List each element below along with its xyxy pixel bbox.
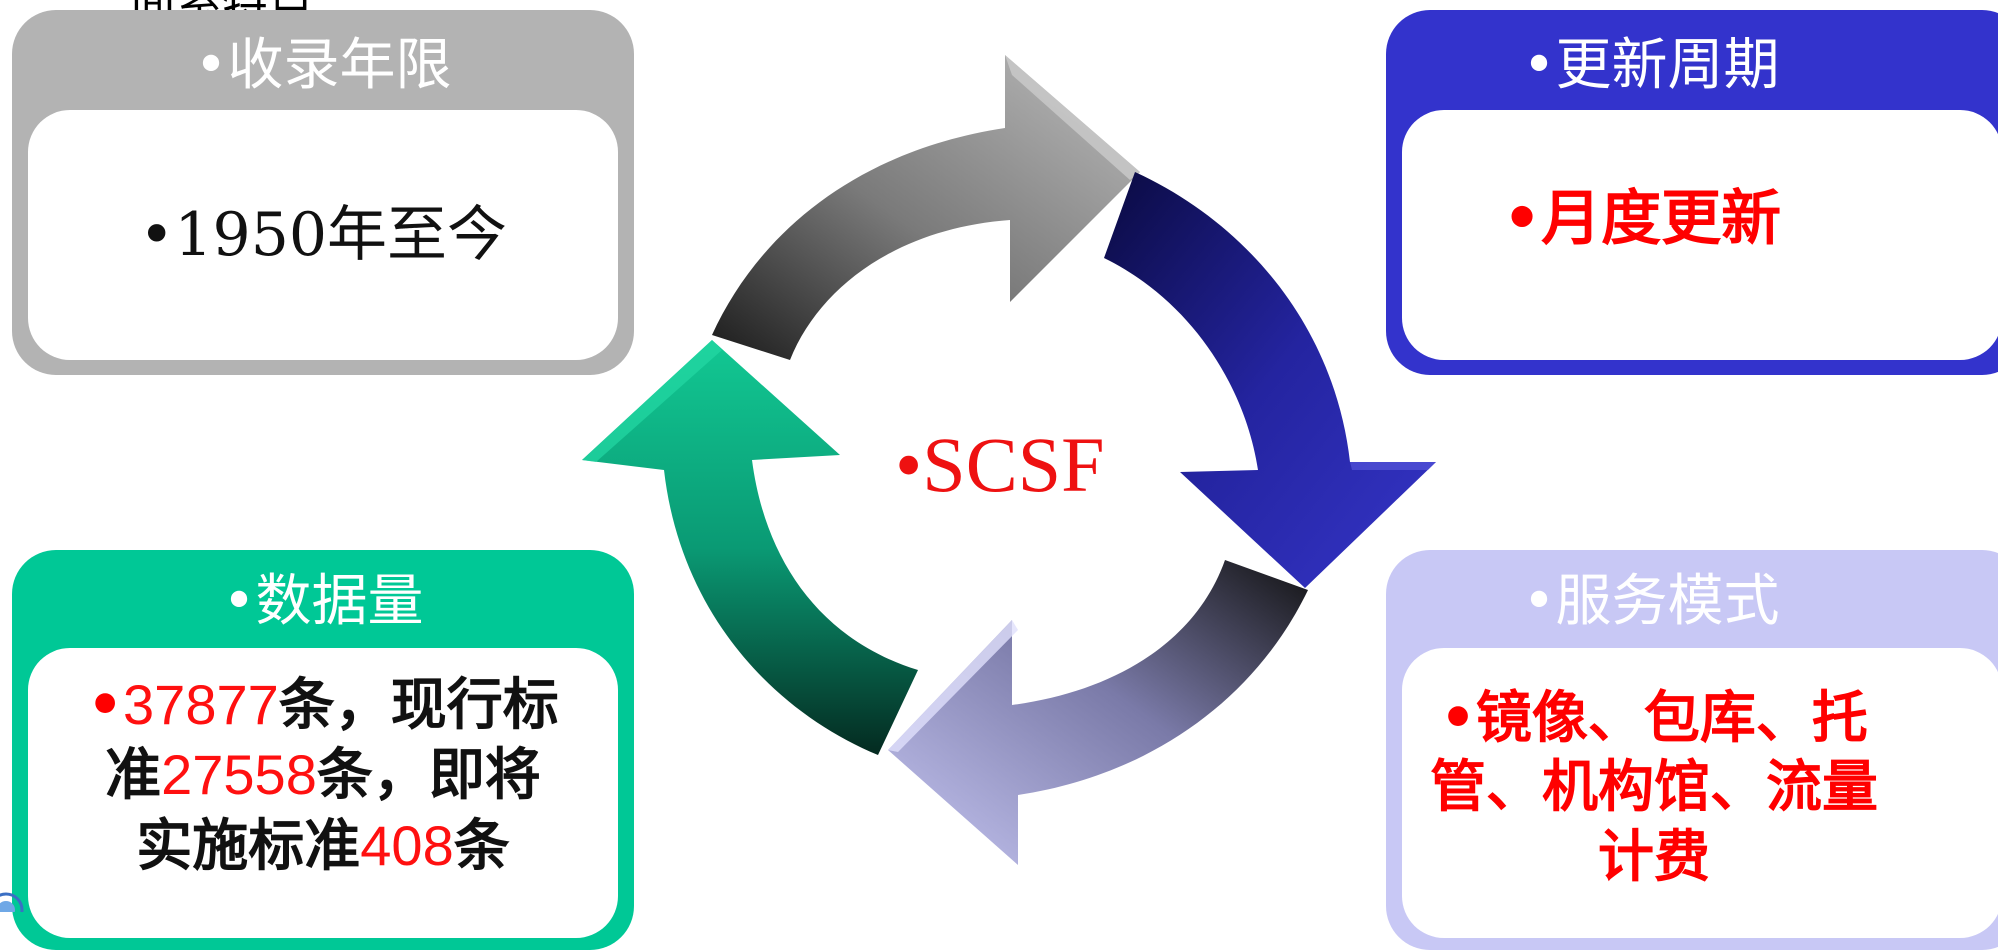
arrow-left-green [582, 340, 918, 755]
volume-line-2: 准27558条，即将 [87, 740, 559, 810]
cycle-arrows-diagram [582, 55, 1436, 865]
volume-upcoming-count: 408 [360, 813, 454, 877]
arrow-top-gray-edge [1005, 55, 1140, 180]
volume-text-3: 条，即将 [316, 742, 541, 809]
update-value: •月度更新 [1502, 184, 1782, 254]
volume-total-count: 37877 [123, 673, 279, 736]
volume-text-2: 准 [105, 742, 162, 809]
arrow-bottom-lavender [888, 560, 1308, 865]
service-line-1: •镜像、包库、托 [1440, 685, 1868, 751]
panel-update: •更新周期 •月度更新 [1386, 10, 1998, 375]
panel-update-body: •月度更新 [1402, 110, 1998, 360]
arrow-left-green-edge [582, 340, 722, 462]
volume-line-3: 实施标准408条 [87, 811, 559, 881]
center-label: •SCSF [895, 421, 1105, 508]
panel-volume-title: •数据量 [222, 569, 424, 634]
volume-text-4: 实施标准 [136, 812, 361, 879]
panel-volume-body: •37877条，现行标 准27558条，即将 实施标准408条 [28, 648, 618, 938]
panel-volume: •数据量 •37877条，现行标 准27558条，即将 实施标准408条 [12, 550, 634, 950]
panel-service-body: •镜像、包库、托 管、机构馆、流量 计费 [1402, 648, 1998, 938]
arrow-right-navy-edge [1350, 462, 1436, 470]
panel-update-title: •更新周期 [1522, 33, 1780, 98]
service-line-2: 管、机构馆、流量 [1430, 754, 1878, 821]
arrow-right-navy [1104, 172, 1436, 588]
panel-coverage-body: •1950年至今 [28, 110, 618, 360]
arrow-top-gray [712, 55, 1140, 360]
volume-text-5: 条 [453, 812, 510, 879]
panel-service: •服务模式 •镜像、包库、托 管、机构馆、流量 计费 [1386, 550, 1998, 950]
panel-service-title: •服务模式 [1522, 569, 1780, 634]
service-text: •镜像、包库、托 管、机构馆、流量 计费 [1430, 684, 1878, 892]
volume-current-count: 27558 [161, 743, 317, 807]
volume-bullet: • [87, 672, 124, 738]
arrow-bottom-lavender-edge [888, 620, 1018, 752]
coverage-value: •1950年至今 [138, 199, 508, 270]
logo-icon [0, 892, 24, 912]
volume-text: •37877条，现行标 准27558条，即将 实施标准408条 [87, 670, 559, 881]
volume-text-1: 条，现行标 [278, 672, 559, 738]
panel-coverage-title: •收录年限 [194, 33, 452, 98]
panel-coverage: •收录年限 •1950年至今 [12, 10, 634, 375]
service-line-3: 计费 [1598, 823, 1710, 890]
volume-line-1: •37877条，现行标 [87, 670, 559, 740]
